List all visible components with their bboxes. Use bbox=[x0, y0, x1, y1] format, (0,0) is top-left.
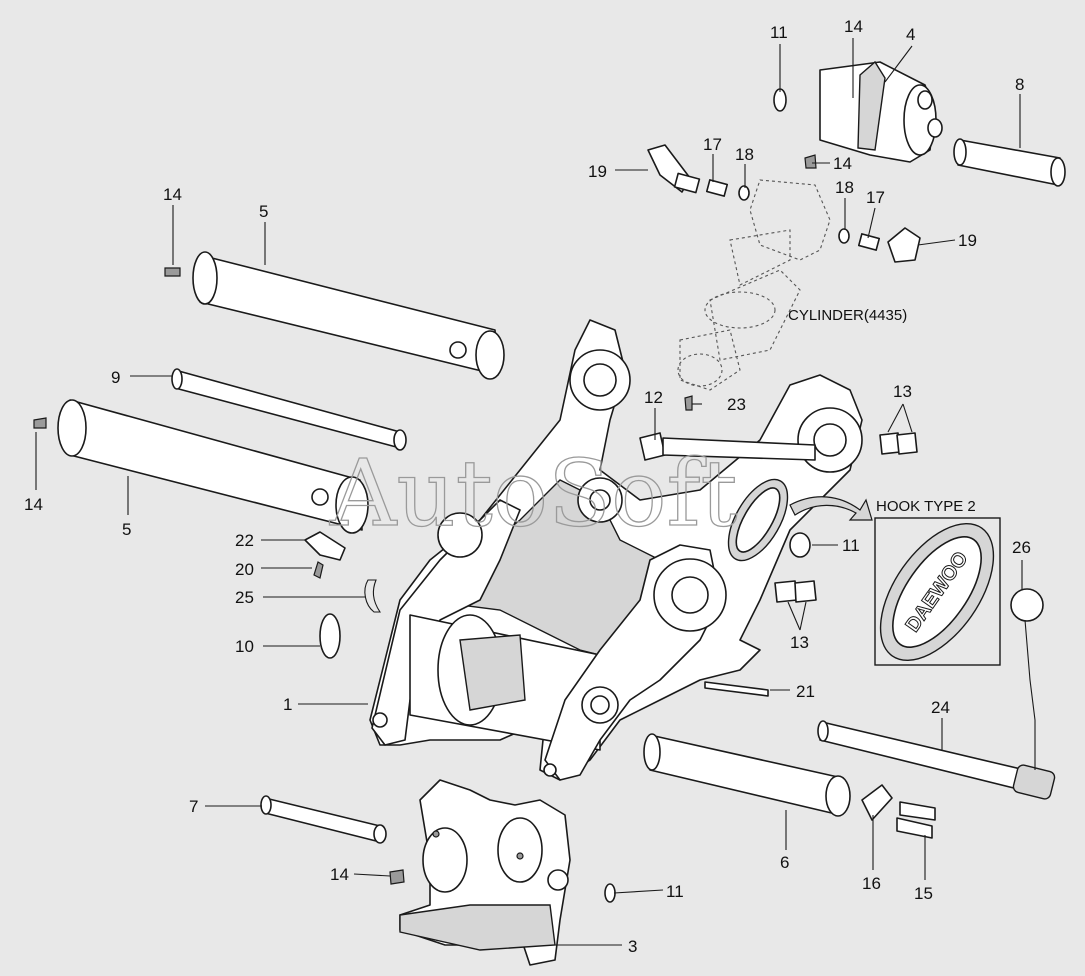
pin-7 bbox=[260, 795, 387, 844]
callout-11: 11 bbox=[842, 536, 860, 555]
inset-arrow bbox=[789, 496, 873, 521]
callout-9: 9 bbox=[111, 368, 120, 387]
callout-23: 23 bbox=[727, 395, 746, 414]
cylinder-label: CYLINDER(4435) bbox=[788, 307, 907, 324]
bolt-12 bbox=[639, 432, 918, 603]
callout-22: 22 bbox=[235, 531, 254, 550]
callout-6: 6 bbox=[780, 853, 789, 872]
callout-5: 5 bbox=[259, 202, 268, 221]
callout-19: 19 bbox=[588, 162, 607, 181]
callout-14: 14 bbox=[163, 185, 182, 204]
watermark: AutoSoft bbox=[329, 440, 738, 547]
callouts: 11 14 4 8 19 17 18 14 18 17 19 14 5 9 14… bbox=[24, 17, 1031, 956]
fittings bbox=[647, 144, 921, 411]
callout-17: 17 bbox=[703, 135, 722, 154]
callout-3: 3 bbox=[628, 937, 637, 956]
callout-25: 25 bbox=[235, 588, 254, 607]
hook-type-2-inset: DAEWOO bbox=[874, 517, 1001, 666]
hook-type-label: HOOK TYPE 2 bbox=[876, 498, 976, 515]
callout-18: 18 bbox=[735, 145, 754, 164]
callout-26: 26 bbox=[1012, 538, 1031, 557]
pin-24 bbox=[817, 588, 1056, 800]
callout-10: 10 bbox=[235, 637, 254, 656]
small-parts-left bbox=[304, 531, 382, 659]
pin-5-lower bbox=[33, 399, 369, 534]
callout-17: 17 bbox=[866, 188, 885, 207]
callout-11: 11 bbox=[770, 23, 788, 42]
leader-lines bbox=[35, 38, 1023, 946]
cylinder-ghost bbox=[677, 179, 831, 391]
callout-18: 18 bbox=[835, 178, 854, 197]
pin-21 bbox=[704, 681, 769, 697]
callout-14: 14 bbox=[330, 865, 349, 884]
callout-11: 11 bbox=[666, 882, 684, 901]
pin-6 bbox=[643, 733, 851, 817]
pin-9 bbox=[171, 368, 407, 451]
callout-19: 19 bbox=[958, 231, 977, 250]
callout-14: 14 bbox=[833, 154, 852, 173]
callout-7: 7 bbox=[189, 797, 198, 816]
plate-bolts bbox=[389, 532, 936, 903]
callout-8: 8 bbox=[1015, 75, 1024, 94]
callout-21: 21 bbox=[796, 682, 815, 701]
callout-14: 14 bbox=[24, 495, 43, 514]
pin-5-upper bbox=[164, 251, 505, 380]
callout-20: 20 bbox=[235, 560, 254, 579]
hook-frame bbox=[369, 319, 863, 781]
callout-1: 1 bbox=[283, 695, 292, 714]
pin-8 bbox=[953, 138, 1066, 187]
callout-13: 13 bbox=[893, 382, 912, 401]
callout-12: 12 bbox=[644, 388, 663, 407]
callout-13: 13 bbox=[790, 633, 809, 652]
lower-hook bbox=[399, 779, 571, 966]
callout-15: 15 bbox=[914, 884, 933, 903]
pin-block bbox=[773, 60, 943, 163]
callout-14: 14 bbox=[844, 17, 863, 36]
callout-24: 24 bbox=[931, 698, 950, 717]
callout-16: 16 bbox=[862, 874, 881, 893]
callout-4: 4 bbox=[906, 25, 915, 44]
callout-5: 5 bbox=[122, 520, 131, 539]
